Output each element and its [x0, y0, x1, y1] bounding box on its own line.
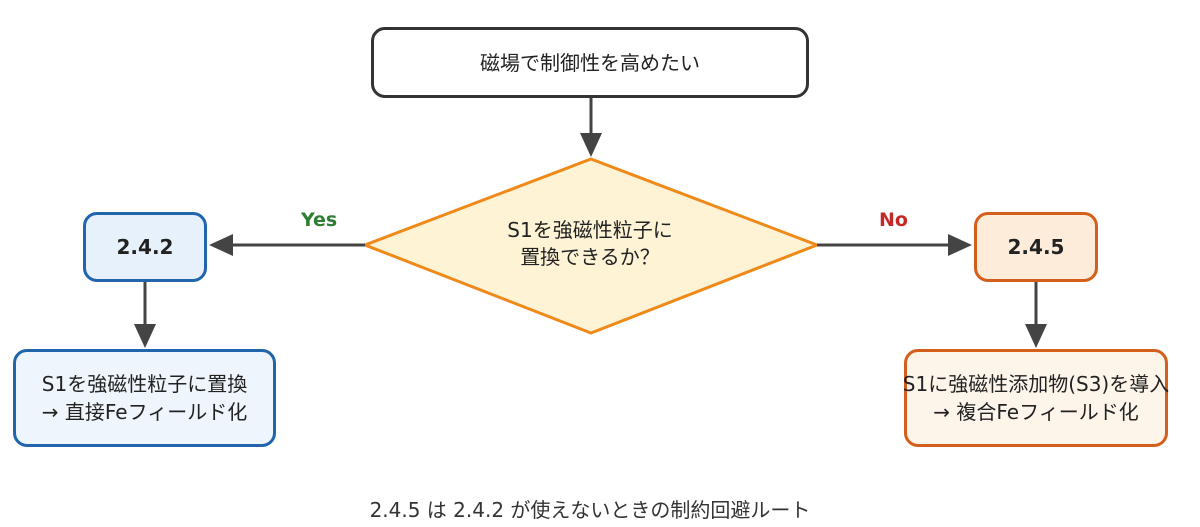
decision-node-label: S1を強磁性粒子に 置換できるか？: [440, 214, 740, 274]
option-245-node: 2.4.5: [974, 212, 1098, 282]
decision-line-1: S1を強磁性粒子に: [507, 218, 673, 242]
option-245-label: 2.4.5: [1007, 235, 1065, 259]
decision-line-2: 置換できるか？: [520, 245, 660, 269]
arrowhead-top-to-decision: [580, 133, 602, 157]
result-left-line-2: → 直接Feフィールド化: [41, 400, 248, 424]
goal-node-label: 磁場で制御性を高めたい: [480, 50, 700, 75]
direct-fe-field-result-node: S1を強磁性粒子に置換 → 直接Feフィールド化: [13, 349, 276, 447]
arrowhead-245-to-result: [1025, 324, 1047, 348]
yes-edge-label: Yes: [301, 209, 338, 231]
option-242-label: 2.4.2: [116, 235, 174, 259]
composite-fe-field-result-node: S1に強磁性添加物(S3)を導入 → 複合Feフィールド化: [902, 349, 1170, 447]
arrowhead-242-to-result: [134, 324, 156, 348]
result-right-line-2: → 複合Feフィールド化: [933, 400, 1139, 424]
diagram-caption: 2.4.5 は 2.4.2 が使えないときの制約回避ルート: [369, 498, 811, 522]
no-edge-label: No: [879, 209, 908, 231]
result-left-line-1: S1を強磁性粒子に置換: [41, 372, 248, 396]
goal-node: 磁場で制御性を高めたい: [371, 27, 809, 98]
result-right-line-1: S1に強磁性添加物(S3)を導入: [902, 372, 1170, 396]
arrowhead-decision-to-242: [209, 234, 233, 256]
option-242-node: 2.4.2: [83, 212, 207, 282]
arrowhead-decision-to-245: [948, 234, 972, 256]
decision-diamond: [360, 157, 822, 335]
